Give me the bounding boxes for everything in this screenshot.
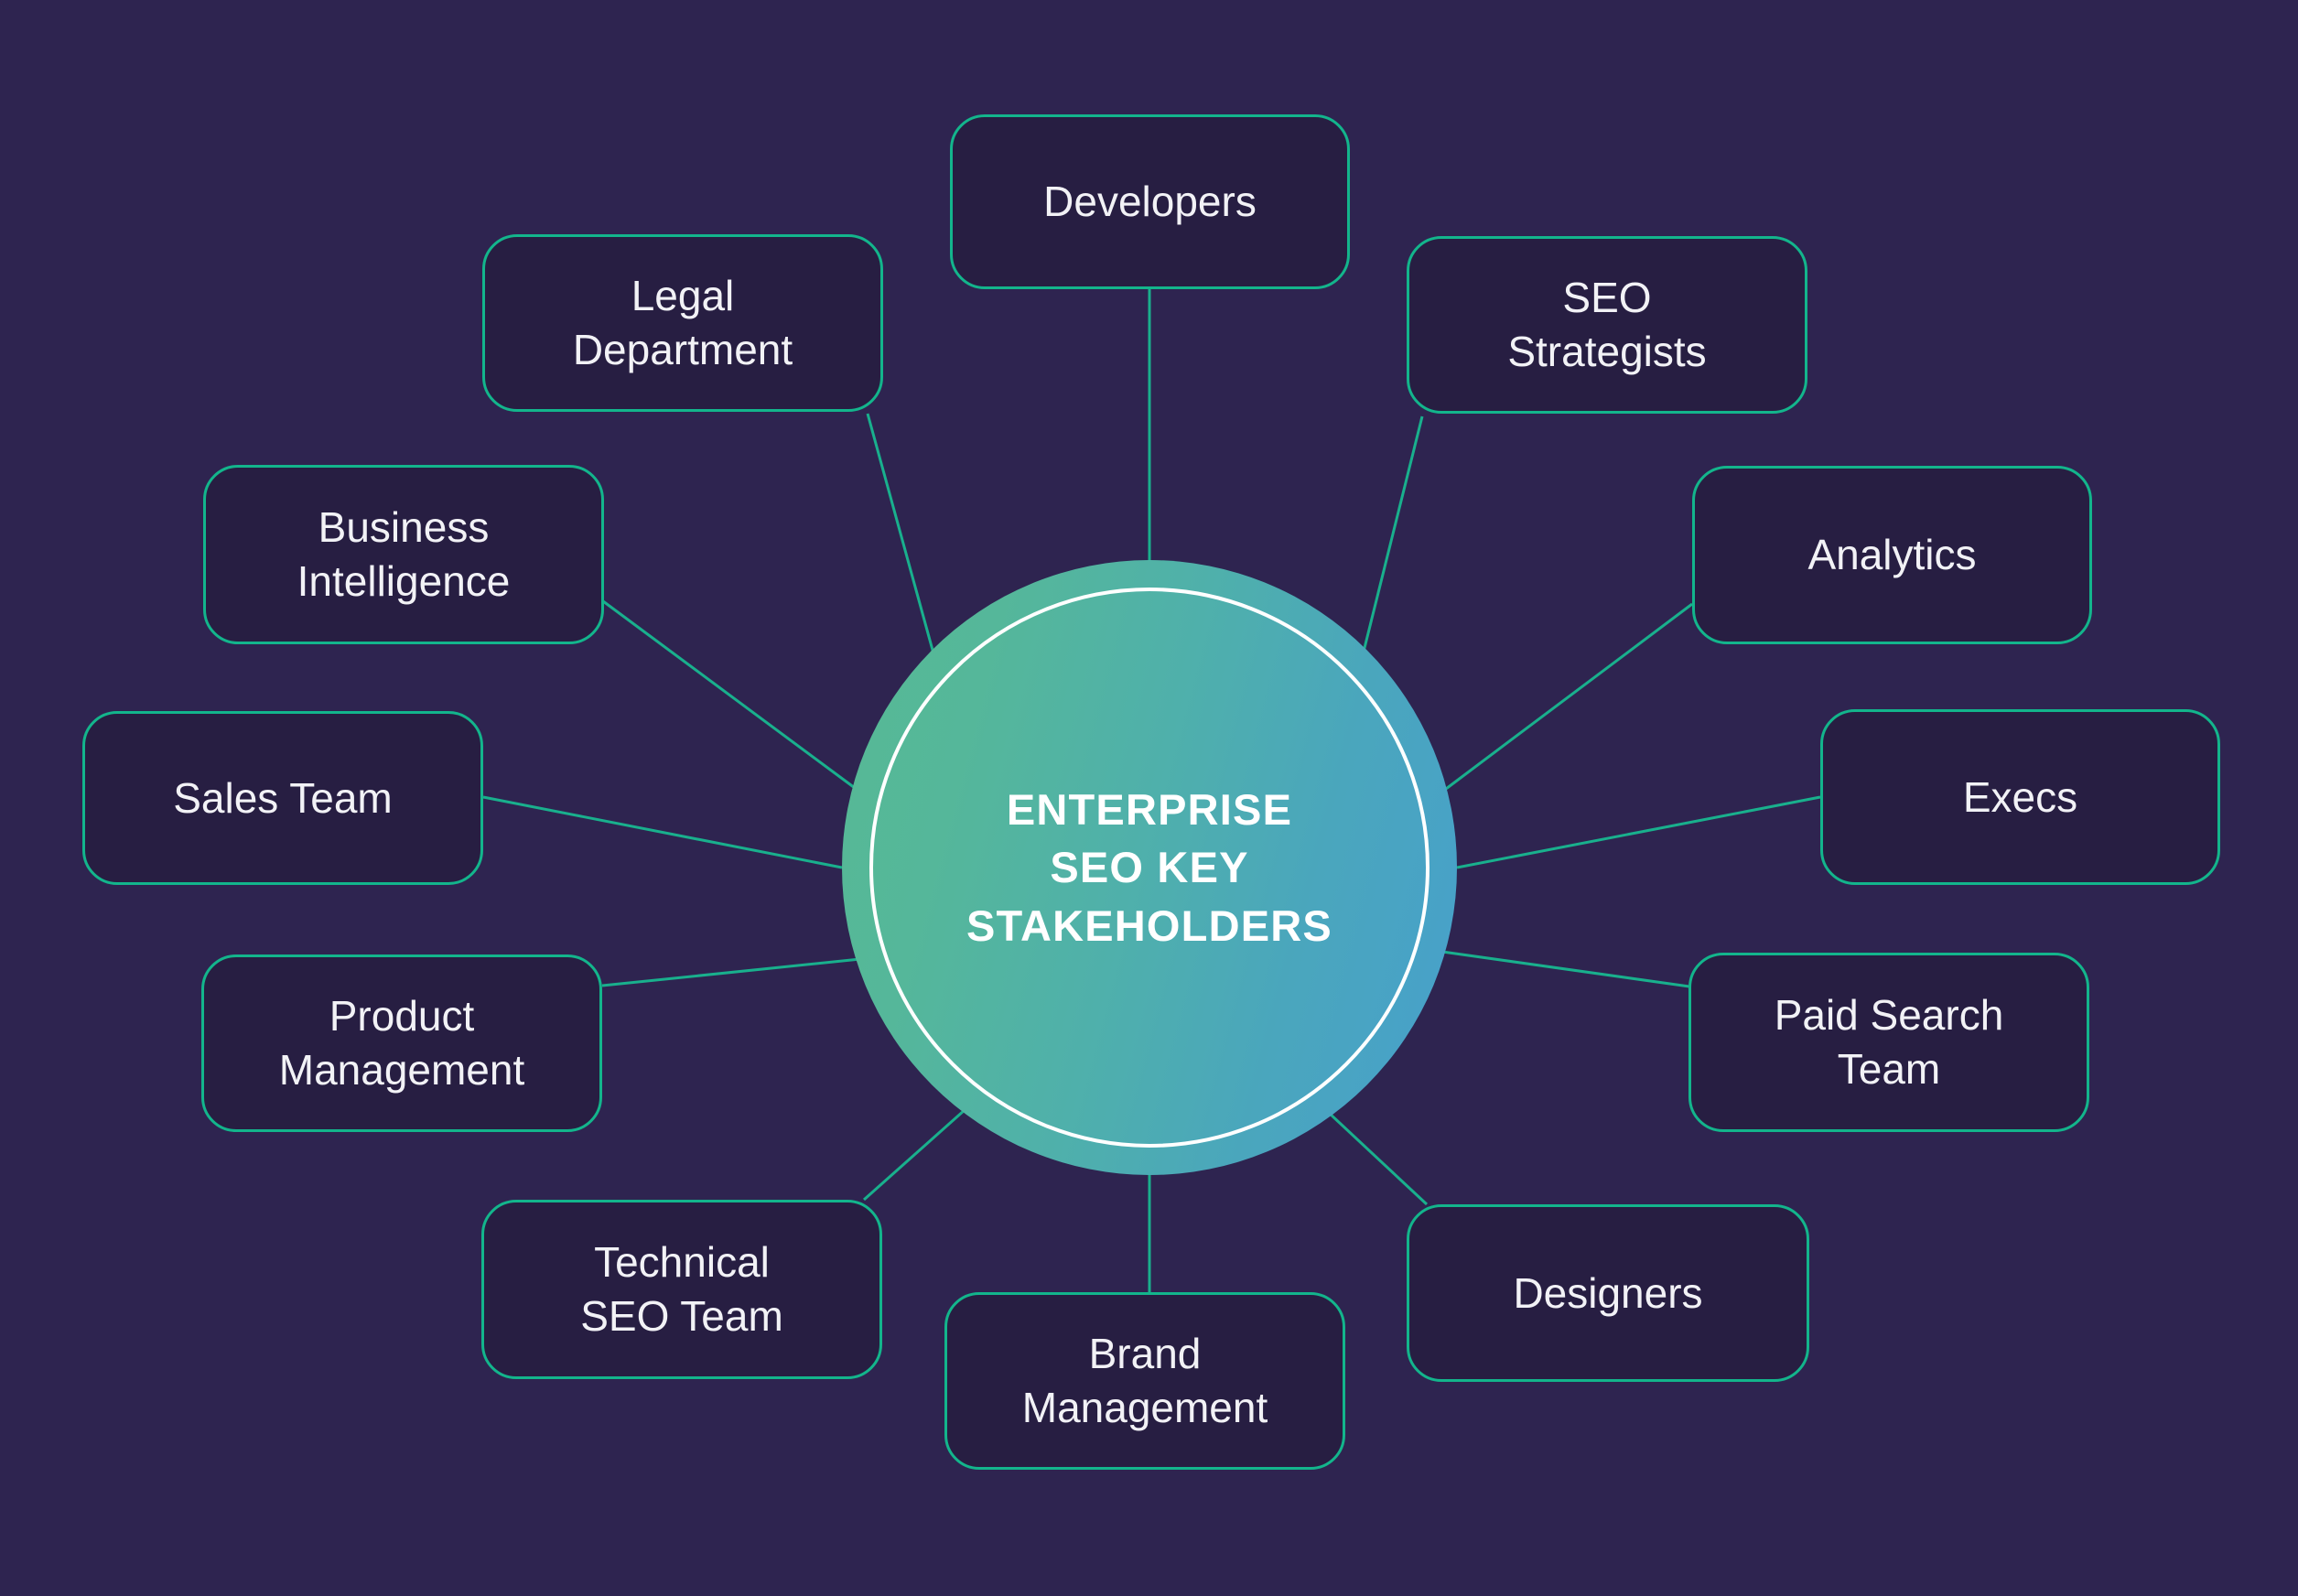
edge-hub-to-sales-team <box>482 795 843 869</box>
node-product-management[interactable]: Product Management <box>201 954 602 1132</box>
hub-title-line-3: STAKEHOLDERS <box>966 900 1332 950</box>
node-sales-team[interactable]: Sales Team <box>82 711 483 885</box>
node-execs[interactable]: Execs <box>1820 709 2220 885</box>
node-label-line-2: Management <box>1021 1384 1268 1431</box>
edge-hub-to-legal-department <box>866 413 935 654</box>
node-label-line-1: Developers <box>1043 178 1257 226</box>
node-seo-strategists[interactable]: SEO Strategists <box>1407 236 1807 414</box>
node-label-line-1: Paid Search <box>1774 991 2004 1040</box>
edge-hub-to-product-management <box>601 957 861 987</box>
node-label-line-2: Strategists <box>1507 328 1707 375</box>
edge-hub-to-seo-strategists <box>1362 415 1424 652</box>
node-legal-department[interactable]: Legal Department <box>482 234 883 412</box>
node-label-line-1: Technical <box>594 1238 770 1287</box>
node-label-line-1: Brand <box>1088 1330 1202 1378</box>
edge-hub-to-analytics <box>1445 602 1693 791</box>
edge-hub-to-business-intelligence <box>602 599 856 790</box>
node-label-line-2: Management <box>278 1046 525 1094</box>
hub-title: ENTERPRISE SEO KEY STAKEHOLDERS <box>879 781 1419 954</box>
node-analytics[interactable]: Analytics <box>1692 466 2092 644</box>
node-label-line-2: Department <box>572 326 793 373</box>
node-label-line-2: Intelligence <box>297 557 511 605</box>
node-label-line-1: Execs <box>1962 772 2078 821</box>
node-developers[interactable]: Developers <box>950 114 1350 289</box>
node-label-line-2: Team <box>1837 1045 1941 1093</box>
edge-hub-to-designers <box>1327 1111 1429 1206</box>
hub-title-line-1: ENTERPRISE <box>1006 784 1293 834</box>
hub-title-line-2: SEO KEY <box>1050 843 1249 892</box>
edge-hub-to-paid-search-team <box>1441 950 1690 988</box>
node-label-line-1: Product <box>329 992 475 1041</box>
hub-circle[interactable]: ENTERPRISE SEO KEY STAKEHOLDERS <box>842 560 1457 1175</box>
node-technical-seo-team[interactable]: Technical SEO Team <box>481 1200 882 1379</box>
node-brand-management[interactable]: Brand Management <box>944 1292 1345 1470</box>
node-label-line-1: Business <box>318 503 490 552</box>
node-label-line-2: SEO Team <box>580 1292 783 1340</box>
node-label-line-1: Sales Team <box>173 773 393 822</box>
node-label-line-1: Analytics <box>1807 531 1977 579</box>
edge-hub-to-execs <box>1456 795 1821 869</box>
node-label-line-1: Designers <box>1513 1268 1703 1317</box>
node-paid-search-team[interactable]: Paid Search Team <box>1688 953 2089 1132</box>
hub-inner-ring <box>869 588 1430 1148</box>
node-business-intelligence[interactable]: Business Intelligence <box>203 465 604 644</box>
edge-hub-to-technical-seo-team <box>863 1108 966 1202</box>
node-label-line-1: Legal <box>631 272 735 320</box>
node-designers[interactable]: Designers <box>1407 1204 1809 1382</box>
node-label-line-1: SEO <box>1562 274 1652 322</box>
